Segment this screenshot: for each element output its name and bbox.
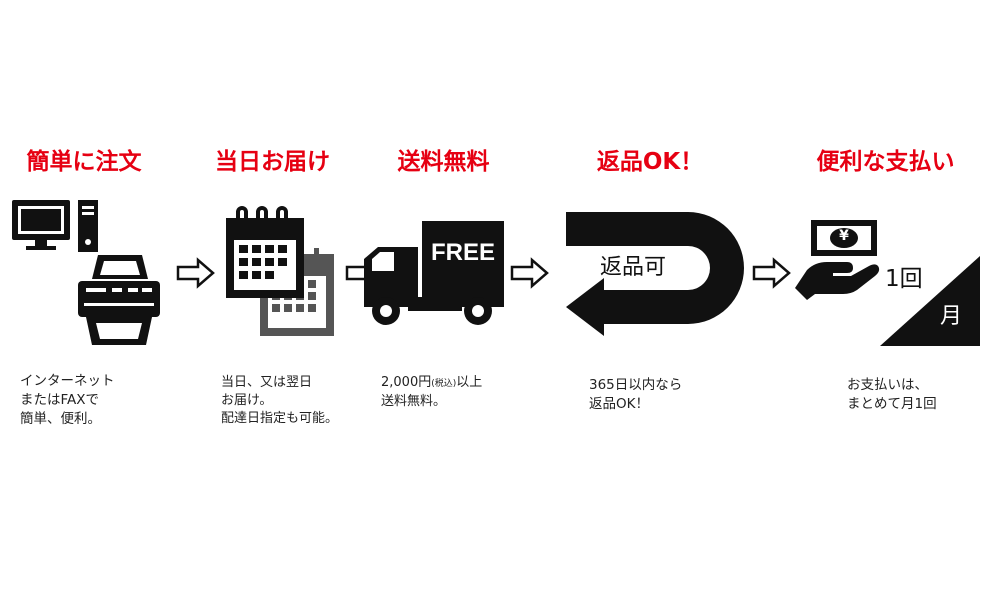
step2-description: 当日、又は翌日 お届け。 配達日指定も可能。 — [221, 374, 338, 428]
bill-yen-symbol: ¥ — [839, 228, 849, 244]
calendar-icon — [226, 206, 334, 336]
step4-description: 365日以内なら 返品OK！ — [589, 376, 682, 414]
step1-description: インターネット またはFAXで 簡単、便利。 — [20, 372, 115, 429]
step5-title: 便利な支払い — [816, 149, 955, 175]
return-arrow-icon — [566, 212, 744, 336]
step1-title: 簡単に注文 — [26, 149, 142, 175]
truck-free-label: FREE — [430, 239, 495, 266]
step3-desc-line2: 送料無料。 — [381, 394, 447, 409]
step2-title: 当日お届け — [215, 149, 330, 175]
step4-desc-line: 返品OK！ — [589, 396, 649, 412]
step5-desc-line: まとめて月1回 — [847, 396, 937, 412]
step3-description: 2,000円(税込)以上 送料無料。 — [381, 374, 482, 411]
month-label: 月 — [940, 304, 963, 329]
arrow-right-icon — [752, 257, 791, 289]
step3-title: 送料無料 — [397, 149, 490, 175]
return-label: 返品可 — [600, 255, 667, 280]
step3-desc-tax: (税込) — [431, 379, 457, 389]
fax-icon — [78, 255, 160, 345]
step5-desc-line: お支払いは、 — [847, 377, 928, 393]
step5-description: お支払いは、 まとめて月1回 — [847, 376, 937, 414]
step2-desc-line: お届け。 — [221, 393, 273, 408]
money-hand-icon — [795, 220, 880, 300]
step4-desc-line: 365日以内なら — [589, 377, 683, 393]
step3-desc-suffix: 以上 — [456, 375, 483, 390]
month-badge-icon — [880, 256, 980, 346]
step1-desc-line: またはFAXで — [20, 392, 100, 408]
step2-desc-line: 配達日指定も可能。 — [221, 411, 339, 426]
step4-title: 返品OK！ — [596, 149, 704, 175]
computer-icon — [12, 200, 98, 252]
step3-desc-prefix: 2,000円 — [381, 375, 432, 390]
step1-desc-line: インターネット — [20, 373, 115, 389]
step1-desc-line: 簡単、便利。 — [20, 411, 101, 427]
step2-desc-line: 当日、又は翌日 — [221, 375, 313, 390]
arrow-right-icon — [176, 257, 215, 289]
truck-icon — [364, 221, 504, 325]
arrow-right-icon — [510, 257, 549, 289]
step3-desc-line1: 2,000円(税込)以上 — [381, 374, 482, 393]
payment-count-label: 1回 — [885, 266, 923, 292]
